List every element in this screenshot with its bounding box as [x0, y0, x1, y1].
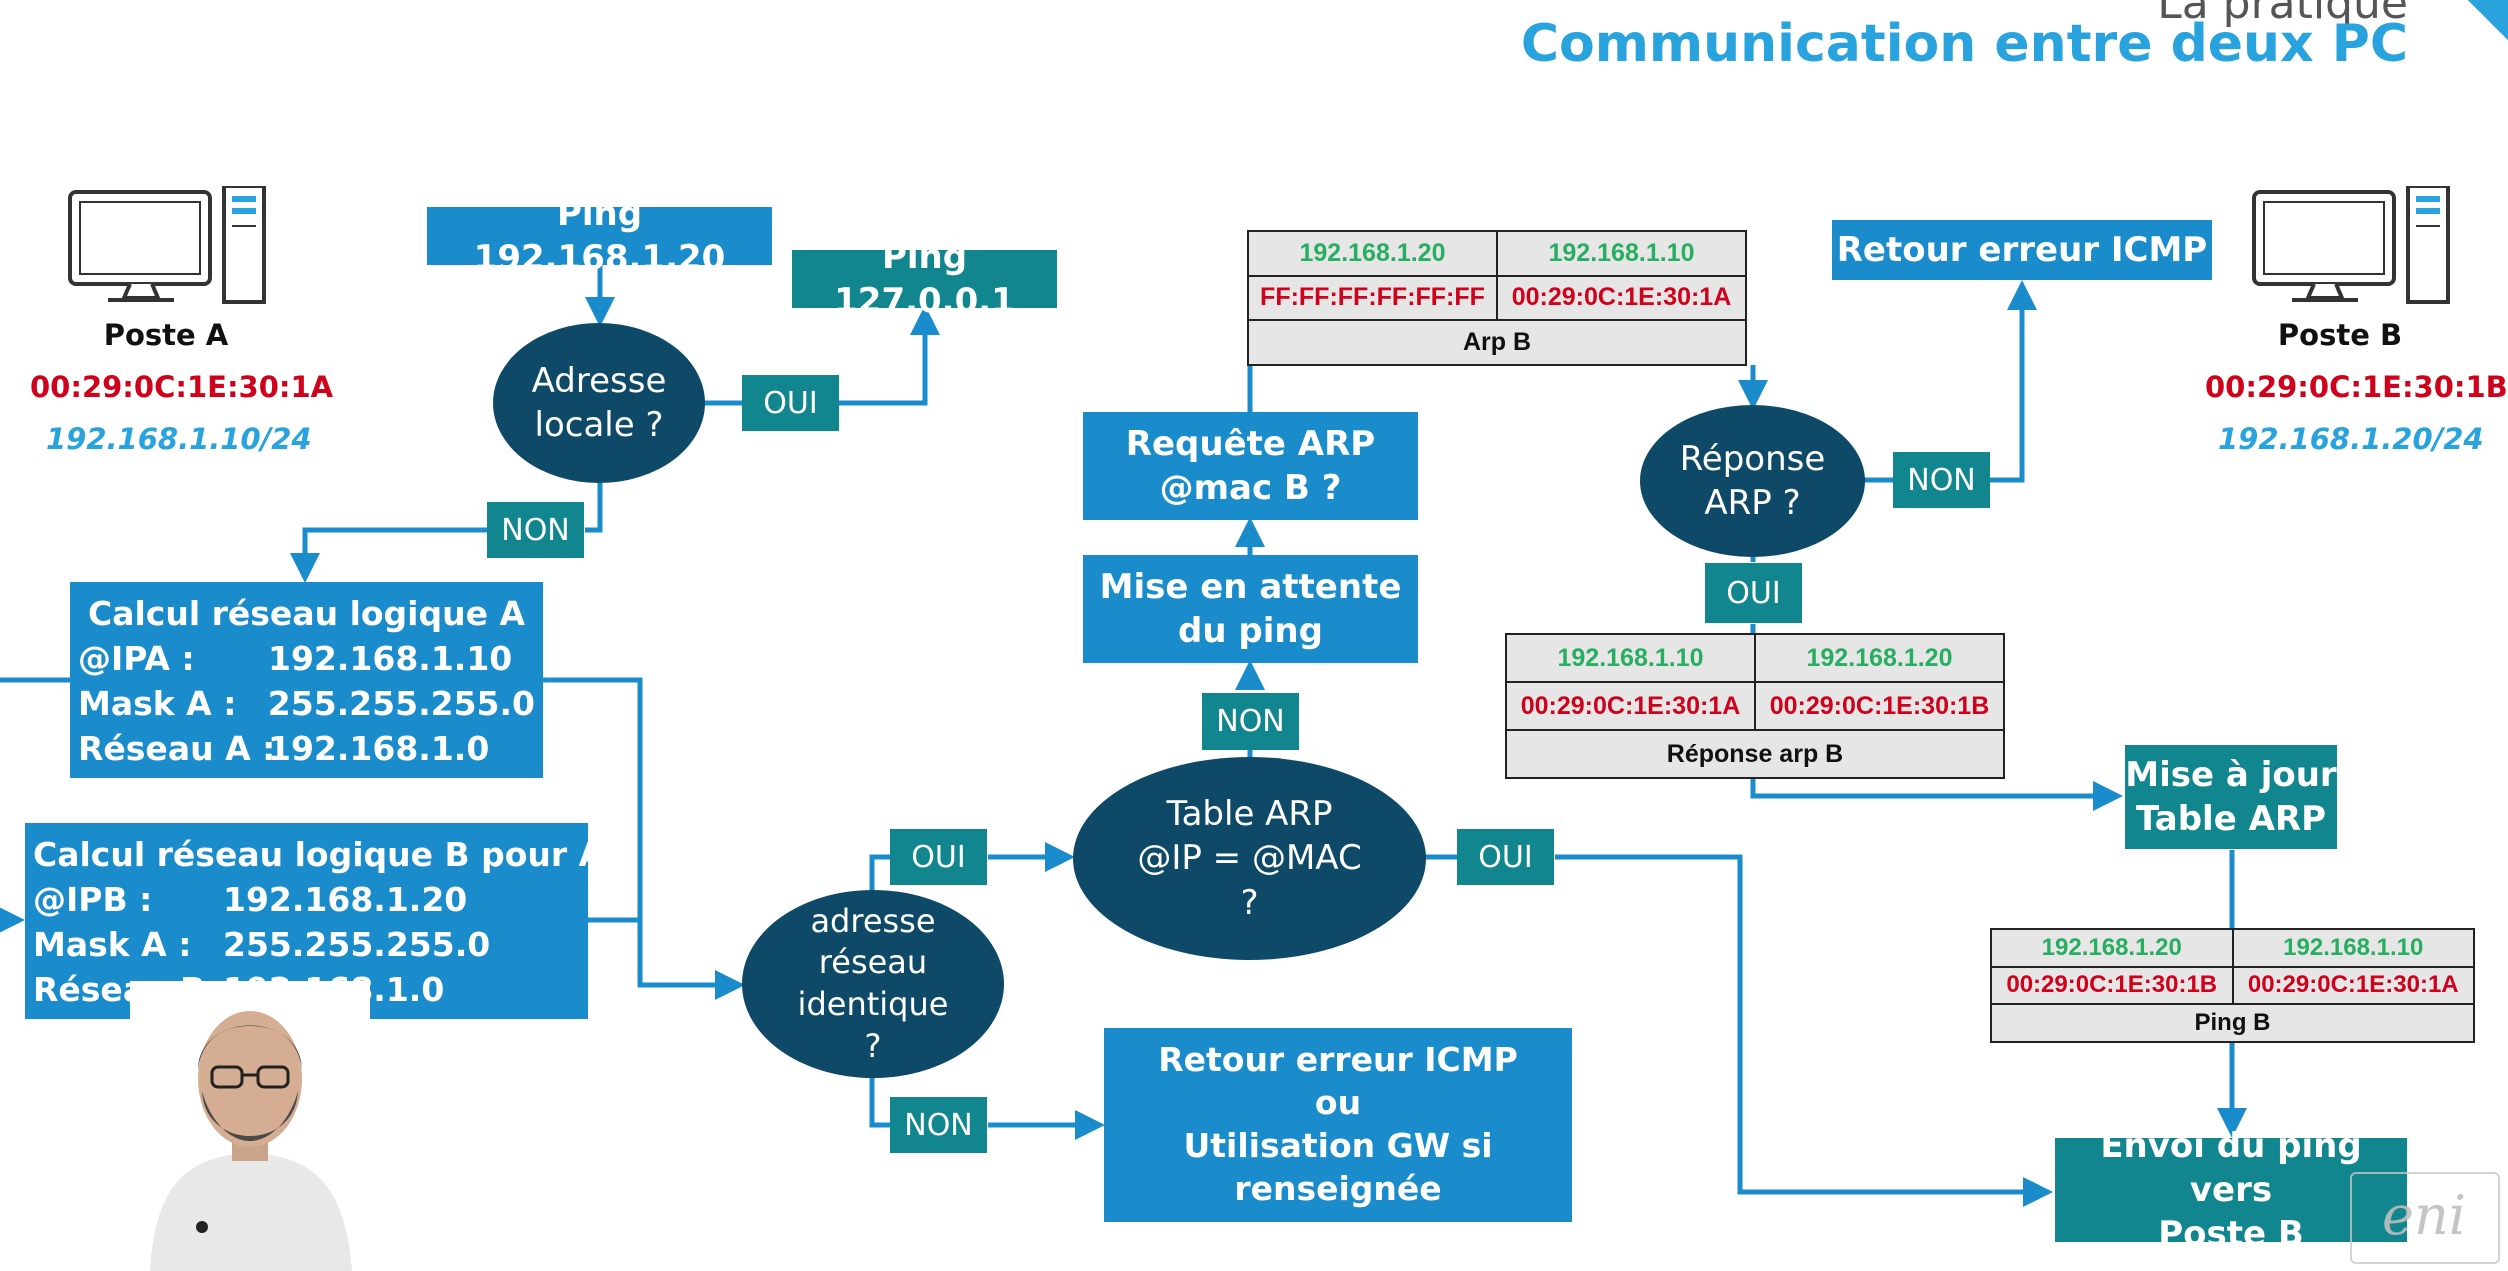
calc-b-value: 192.168.1.20: [223, 879, 468, 919]
connector-locale-non: [585, 480, 603, 533]
attente-box: Mise en attente du ping: [1083, 555, 1418, 663]
decision-adresse-locale: Adresse locale ?: [493, 323, 705, 483]
poste-a-ip: 192.168.1.10/24: [46, 422, 312, 456]
ping-ip-right: 192.168.1.10: [2231, 928, 2475, 968]
ping-caption: Ping B: [1990, 1003, 2475, 1043]
ping-ip-left: 192.168.1.20: [1990, 928, 2234, 968]
label-non-reponse: NON: [1893, 452, 1990, 508]
connector-reponse-table-to-maj: [1750, 778, 2123, 811]
ping-b-box: Ping 192.168.1.20: [427, 194, 772, 278]
poste-a-name: Poste A: [103, 318, 229, 352]
calc-a-title: Calcul réseau logique A: [87, 594, 526, 633]
page-title: Communication entre deux PC: [1520, 14, 2408, 74]
computer-b-icon: [2252, 186, 2450, 304]
reponse-ip-left: 192.168.1.10: [1505, 633, 1756, 683]
page-pretitle: La pratique: [2157, 0, 2408, 29]
poste-b-ip: 192.168.1.20/24: [2218, 422, 2484, 456]
computer-a-icon: [68, 186, 266, 304]
envoi-ping-box: Envoi du ping vers Poste B: [2055, 1126, 2407, 1254]
retour-icmp-top-box: Retour erreur ICMP: [1832, 220, 2212, 280]
calc-a-box: Calcul réseau logique A @IPA : 192.168.1.…: [70, 582, 543, 778]
arp-b-ip-left: 192.168.1.20: [1247, 230, 1498, 277]
decision-reseau-identique: adresse réseau identique ?: [742, 890, 1004, 1078]
reponse-ip-right: 192.168.1.20: [1754, 633, 2005, 683]
reponse-mac-right: 00:29:0C:1E:30:1B: [1754, 681, 2005, 731]
poste-b-mac: 00:29:0C:1E:30:1B: [2205, 370, 2508, 404]
calc-a-value: 192.168.1.0: [268, 728, 490, 768]
calc-b-key: @IPB :: [33, 879, 153, 919]
corner-decoration: [2468, 0, 2508, 40]
arp-b-ip-right: 192.168.1.10: [1496, 230, 1747, 277]
retour-icmp-gw-box: Retour erreur ICMP ou Utilisation GW si …: [1104, 1028, 1572, 1222]
eni-logo-text: eni: [2382, 1184, 2467, 1247]
ping-local-box: Ping 127.0.0.1: [792, 237, 1057, 321]
label-non-table: NON: [1202, 693, 1299, 750]
calc-b-value: 255.255.255.0: [223, 924, 491, 964]
connector-reseau-non: [869, 1077, 890, 1128]
poste-a-mac: 00:29:0C:1E:30:1A: [30, 370, 334, 404]
label-oui-reponse: OUI: [1705, 563, 1802, 623]
calc-a-key: Mask A :: [78, 683, 237, 723]
label-non-locale: NON: [487, 502, 584, 558]
presenter-video: [130, 981, 370, 1271]
label-oui-reseau: OUI: [890, 829, 987, 885]
decision-reponse-arp: Réponse ARP ?: [1640, 405, 1865, 557]
label-oui-locale: OUI: [742, 375, 839, 431]
requete-arp-box: Requête ARP @mac B ?: [1083, 412, 1418, 520]
arp-b-mac-right: 00:29:0C:1E:30:1A: [1496, 274, 1747, 322]
label-non-reseau: NON: [890, 1097, 987, 1153]
connector-non-to-calc-a: [290, 527, 487, 583]
poste-b-name: Poste B: [2277, 318, 2403, 352]
calc-a-key: Réseau A :: [78, 728, 276, 768]
calc-a-key: @IPA :: [78, 638, 195, 678]
ping-mac-left: 00:29:0C:1E:30:1B: [1990, 965, 2234, 1006]
reponse-mac-left: 00:29:0C:1E:30:1A: [1505, 681, 1756, 731]
connector-oui-to-envoi: [1555, 854, 2053, 1207]
calc-b-title: Calcul réseau logique B pour A: [33, 835, 605, 874]
connector-reseau-oui: [869, 854, 890, 893]
calc-b-key: Mask A :: [33, 924, 192, 964]
maj-arp-box: Mise à jour Table ARP: [2125, 745, 2337, 849]
calc-a-value: 255.255.255.0: [267, 683, 535, 723]
connector-oui-to-ping-local: [800, 305, 940, 406]
connector-non-to-retour: [1988, 280, 2037, 483]
decision-table-arp: Table ARP @IP = @MAC ?: [1073, 757, 1426, 960]
eni-logo: eni: [2350, 1172, 2500, 1264]
ping-mac-right: 00:29:0C:1E:30:1A: [2231, 965, 2475, 1006]
reponse-caption: Réponse arp B: [1505, 729, 2005, 779]
label-oui-table: OUI: [1457, 829, 1554, 885]
arp-b-mac-left: FF:FF:FF:FF:FF:FF: [1247, 274, 1498, 322]
arp-b-caption: Arp B: [1247, 319, 1747, 366]
connector-calc-a-to-reseau: [543, 677, 745, 1000]
calc-a-value: 192.168.1.10: [268, 638, 513, 678]
